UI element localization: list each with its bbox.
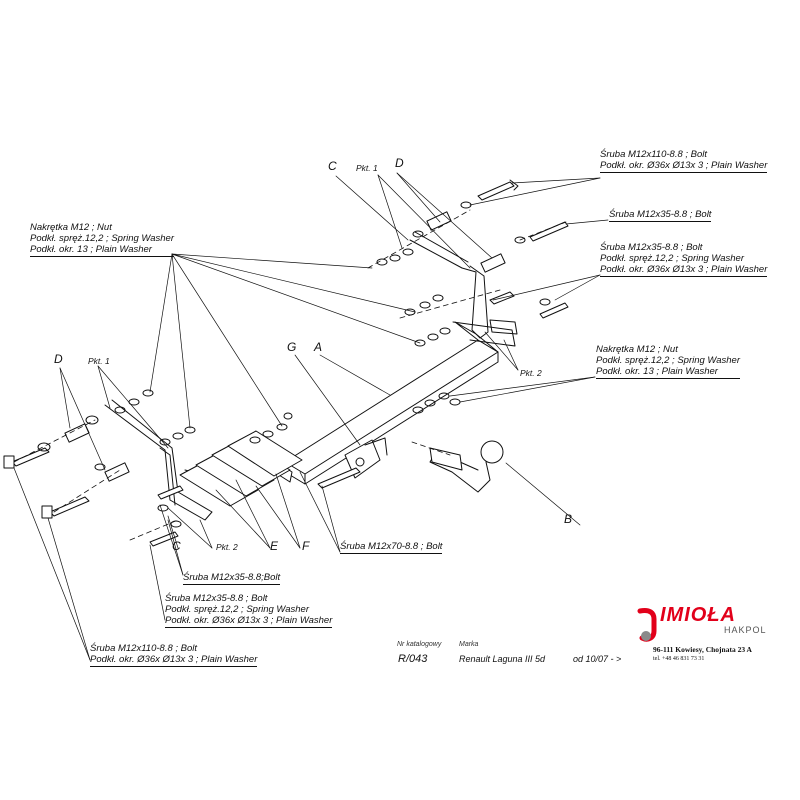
bolt-center-70 [317, 467, 361, 489]
bolt-top-right-2 [529, 221, 569, 242]
label-line: Podkł. okr. 13 ; Plain Washer [596, 366, 718, 377]
washers-nuts [37, 201, 551, 528]
label-line: Śruba M12x35-8.8 ; Bolt [165, 593, 268, 604]
label-line: Śruba M12x35-8.8 ; Bolt [609, 209, 712, 220]
letter-e: E [270, 539, 279, 553]
catalog-caption: Nr katalogowy [397, 641, 442, 648]
company-phone: tel. +48 46 831 73 31 [653, 656, 705, 662]
label-line: Śruba M12x35-8.8 ; Bolt [600, 242, 703, 253]
letter-g: G [287, 340, 297, 354]
leader-lines [13, 172, 609, 661]
label-line: Nakrętka M12 ; Nut [596, 344, 678, 355]
spacer-plates [179, 430, 303, 507]
label-bolt-bottom-2: Śruba M12x35-8.8 ; Bolt Podkł. spręż.12,… [165, 593, 333, 628]
side-bracket-c-left [104, 399, 213, 521]
label-bolt-top-right-3: Śruba M12x35-8.8 ; Bolt Podkł. spręż.12,… [600, 242, 768, 277]
vehicle-name: Renault Laguna III 5d [459, 654, 546, 664]
label-line: Podkł. spręż.12,2 ; Spring Washer [165, 604, 309, 615]
label-line: Śruba M12x110-8.8 ; Bolt [90, 643, 198, 654]
letter-d-top: D [395, 156, 404, 170]
letter-f: F [302, 539, 310, 553]
letter-c-bottom: C [172, 539, 181, 553]
company-address: 96-111 Kowiesy, Chojnata 23 A [653, 645, 752, 655]
letter-a: A [314, 340, 323, 354]
pkt2-right: Pkt. 2 [520, 368, 542, 378]
label-line: Podkł. okr. Ø36x Ø13x 3 ; Plain Washer [600, 160, 768, 171]
logo-subtext: HAKPOL [724, 625, 767, 635]
pkt1-left: Pkt. 1 [88, 356, 110, 366]
imiola-logo-mark [637, 608, 657, 642]
label-line: Podkł. spręż.12,2 ; Spring Washer [596, 355, 740, 366]
address-line: 96-111 Kowiesy, Chojnata 23 A [653, 645, 752, 654]
letter-b: B [564, 512, 573, 526]
letter-d-left: D [54, 352, 63, 366]
label-line: Nakrętka M12 ; Nut [30, 222, 112, 233]
label-line: Śruba M12x110-8.8 ; Bolt [600, 149, 708, 160]
logo-text: IMIOŁA [660, 604, 736, 626]
label-bolt-bottom-1: Śruba M12x35-8.8;Bolt [183, 572, 281, 585]
label-line: Śruba M12x70-8.8 ; Bolt [340, 541, 443, 552]
label-line: Podkł. spręż.12,2 ; Spring Washer [30, 233, 174, 244]
pkt2-bottom: Pkt. 2 [216, 542, 238, 552]
catalog-number: R/043 [398, 653, 428, 665]
assembly-axes [13, 209, 567, 541]
label-nut-group-top: Nakrętka M12 ; Nut Podkł. spręż.12,2 ; S… [30, 222, 174, 257]
pkt1-top: Pkt. 1 [356, 163, 378, 173]
label-nut-group-right: Nakrętka M12 ; Nut Podkł. spręż.12,2 ; S… [596, 344, 740, 379]
label-bolt-bottom-3: Śruba M12x110-8.8 ; Bolt Podkł. okr. Ø36… [90, 643, 258, 667]
bolt-long-left-2 [41, 496, 90, 519]
label-bolt-top-right-2: Śruba M12x35-8.8 ; Bolt [609, 209, 712, 222]
label-line: Śruba M12x35-8.8;Bolt [183, 572, 281, 583]
label-bolt-top-right-1: Śruba M12x110-8.8 ; Bolt Podkł. okr. Ø36… [600, 149, 768, 173]
label-line: Podkł. spręż.12,2 ; Spring Washer [600, 253, 744, 264]
bolt-right-3 [489, 291, 569, 319]
make-caption: Marka [459, 641, 479, 648]
label-line: Podkł. okr. Ø36x Ø13x 3 ; Plain Washer [90, 654, 258, 665]
tow-ball-part-b [429, 440, 504, 493]
from-date: od 10/07 - > [573, 654, 622, 664]
label-line: Podkł. okr. 13 ; Plain Washer [30, 244, 152, 255]
crossbar-part-a [267, 321, 516, 485]
side-bracket-c-right [409, 231, 518, 339]
letter-c-top: C [328, 159, 337, 173]
label-line: Podkł. okr. Ø36x Ø13x 3 ; Plain Washer [165, 615, 333, 626]
bolt-bottom-1 [149, 485, 184, 547]
label-line: Podkł. okr. Ø36x Ø13x 3 ; Plain Washer [600, 264, 768, 275]
bolt-long-top-right [477, 179, 519, 201]
label-bolt-center: Śruba M12x70-8.8 ; Bolt [340, 541, 443, 554]
